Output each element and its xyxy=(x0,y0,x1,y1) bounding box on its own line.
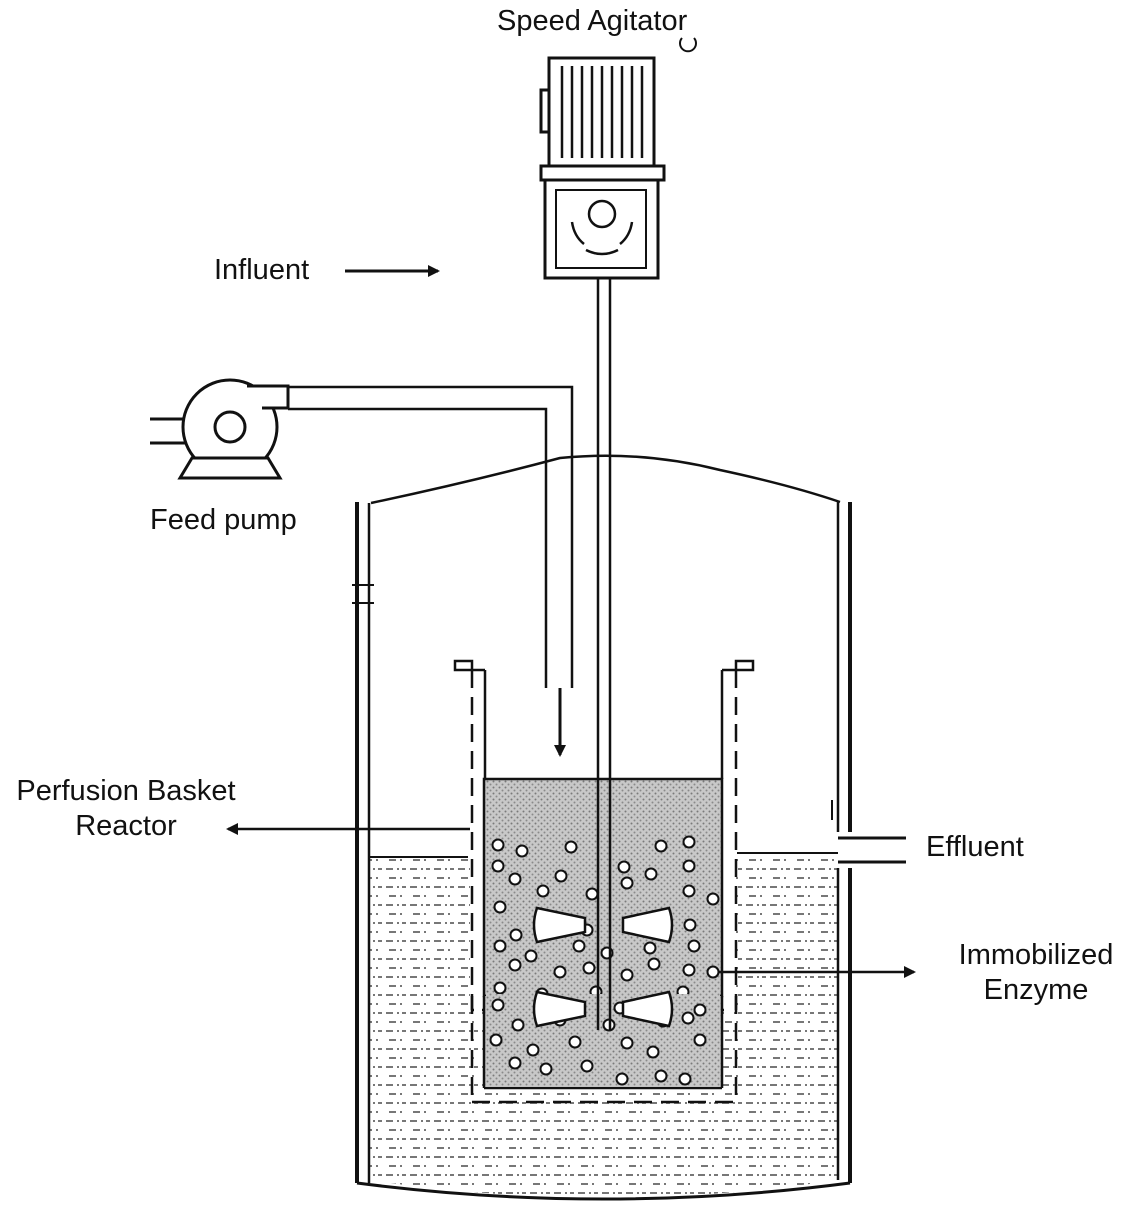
agitator-motor xyxy=(539,37,697,280)
immobilized-enzyme-label-line1: Immobilized xyxy=(958,939,1114,971)
impeller-blades xyxy=(532,906,674,1028)
feed-pipe xyxy=(288,385,574,688)
feed-pump-label: Feed pump xyxy=(150,504,297,536)
immobilized-enzyme-label-line2: Enzyme xyxy=(983,973,1089,1006)
influent-label: Influent xyxy=(214,254,310,286)
perfusion-basket-reactor-label: Perfusion Basket Reactor xyxy=(0,774,252,844)
effluent-pipe xyxy=(838,836,906,864)
vessel-wall-left xyxy=(352,502,374,1183)
vessel-bottom xyxy=(356,1181,851,1201)
vessel-lid xyxy=(370,454,841,505)
feed-pump xyxy=(150,378,290,480)
speed-agitator-label: Speed Agitator xyxy=(497,5,688,37)
basket-lower-walls xyxy=(470,996,738,1104)
perfusion-basket-label-line2: Reactor xyxy=(75,809,177,842)
effluent-label: Effluent xyxy=(926,831,1024,863)
basket-lower-media xyxy=(484,996,722,1086)
vessel-wall-right xyxy=(831,502,852,1183)
immobilized-enzyme-label: Immobilized Enzyme xyxy=(946,938,1126,1008)
perfusion-basket-label-line1: Perfusion Basket xyxy=(16,775,236,807)
agitator-shaft-lower xyxy=(596,779,612,1030)
